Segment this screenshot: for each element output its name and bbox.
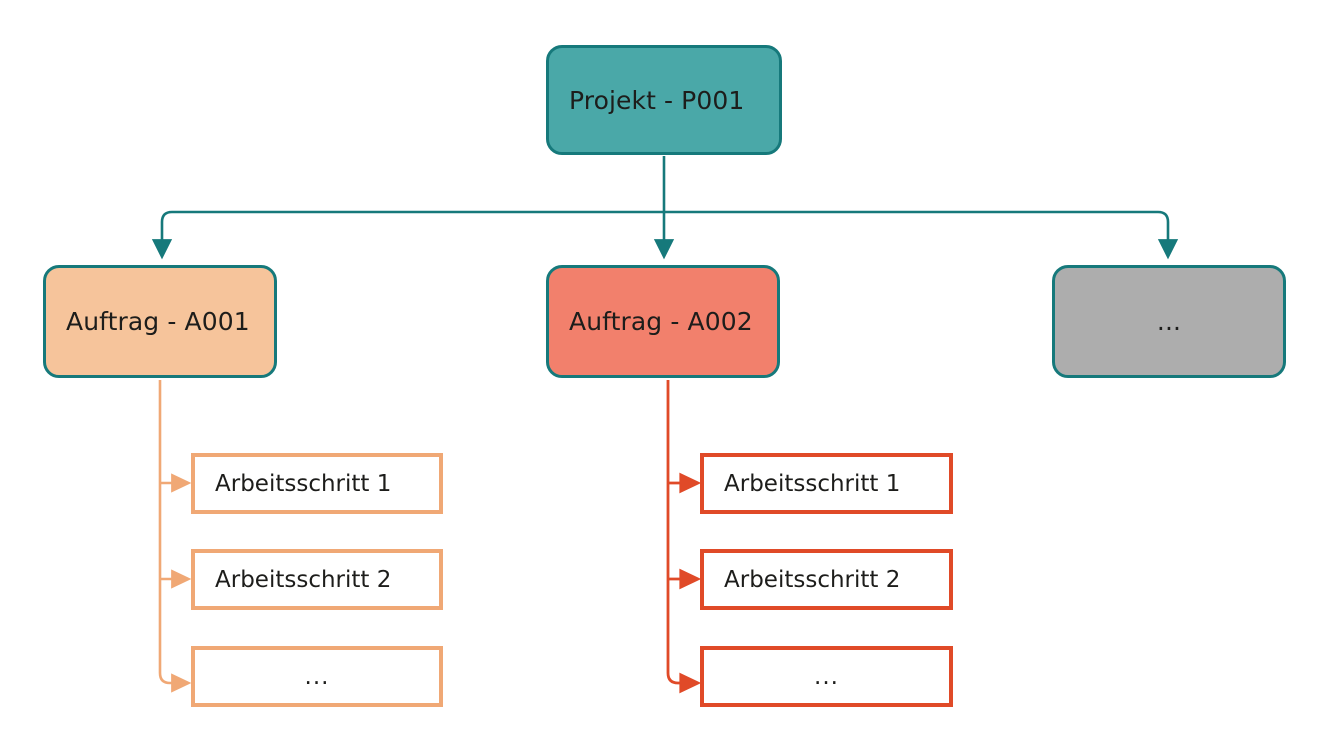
edge-bus-left xyxy=(151,210,664,260)
node-auftrag-a002-label: Auftrag - A002 xyxy=(569,307,753,336)
edge-bus-right xyxy=(664,210,1179,260)
node-auftrag-more[interactable]: ... xyxy=(1052,265,1286,378)
step-b-2[interactable]: Arbeitsschritt 2 xyxy=(700,549,953,610)
edge-branchB-trunk xyxy=(666,380,702,694)
step-a-1-label: Arbeitsschritt 1 xyxy=(215,470,392,497)
node-auftrag-a002[interactable]: Auftrag - A002 xyxy=(546,265,780,378)
step-a-1[interactable]: Arbeitsschritt 1 xyxy=(191,453,443,514)
edge-branchA-trunk xyxy=(158,380,192,693)
step-a-more-label: ... xyxy=(304,663,330,690)
step-b-1-label: Arbeitsschritt 1 xyxy=(724,470,901,497)
step-a-more[interactable]: ... xyxy=(191,646,443,707)
node-auftrag-more-label: ... xyxy=(1156,307,1182,336)
node-projekt-label: Projekt - P001 xyxy=(569,85,745,115)
step-b-2-label: Arbeitsschritt 2 xyxy=(724,566,901,593)
step-b-more[interactable]: ... xyxy=(700,646,953,707)
step-a-2-label: Arbeitsschritt 2 xyxy=(215,566,392,593)
step-b-1[interactable]: Arbeitsschritt 1 xyxy=(700,453,953,514)
node-projekt[interactable]: Projekt - P001 xyxy=(546,45,782,155)
step-b-more-label: ... xyxy=(814,663,839,690)
node-auftrag-a001-label: Auftrag - A001 xyxy=(66,307,250,336)
step-a-2[interactable]: Arbeitsschritt 2 xyxy=(191,549,443,610)
node-auftrag-a001[interactable]: Auftrag - A001 xyxy=(43,265,277,378)
